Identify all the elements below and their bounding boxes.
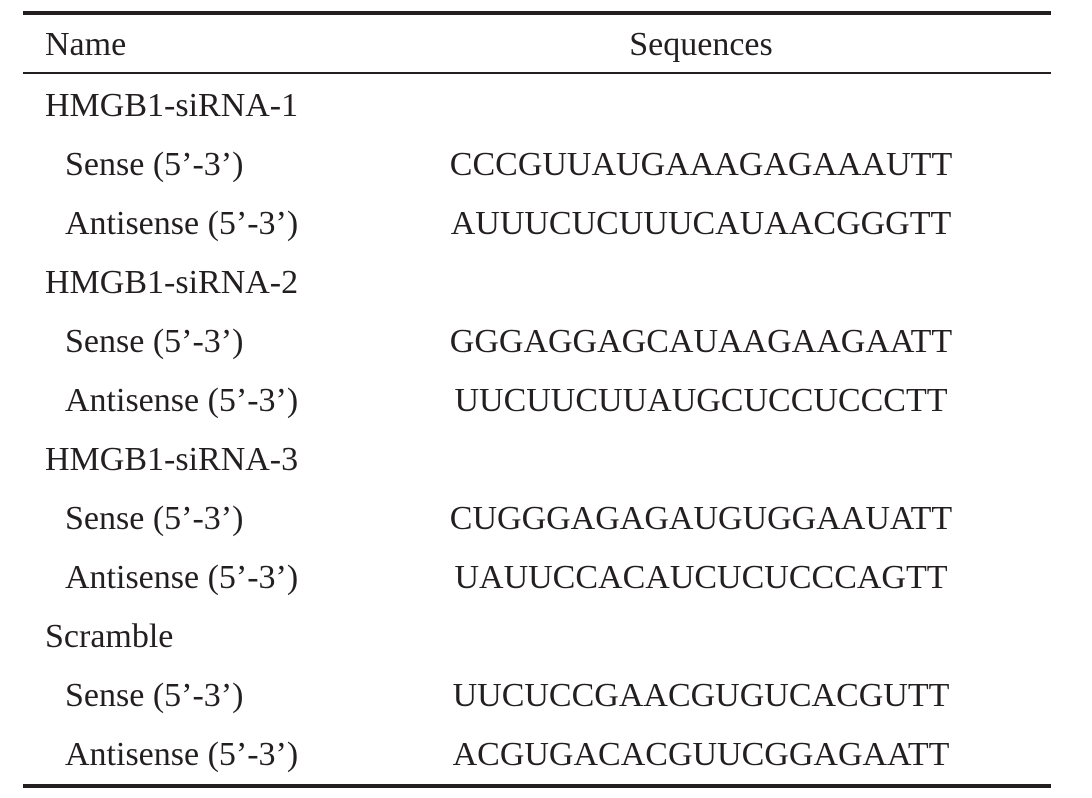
group-label: HMGB1-siRNA-3 (45, 441, 299, 478)
table-header-row: Name Sequences (23, 15, 1051, 72)
table-row: Antisense (5’-3’) ACGUGACACGUUCGGAGAATT (23, 725, 1051, 784)
sirna-sequence-table: Name Sequences HMGB1-siRNA-1 Sense (5’-3… (23, 11, 1051, 788)
table-row: Sense (5’-3’) GGGAGGAGCAUAAGAAGAATT (23, 312, 1051, 371)
table-top-rule (23, 11, 1051, 15)
column-header-sequences: Sequences (629, 26, 773, 63)
table-row: HMGB1-siRNA-1 (23, 76, 1051, 135)
strand-label: Sense (5’-3’) (65, 146, 244, 183)
strand-label: Sense (5’-3’) (65, 500, 244, 537)
strand-label: Antisense (5’-3’) (65, 736, 299, 773)
sequence-cell: AUUUCUCUUUCAUAACGGGTT (450, 205, 952, 242)
group-label: Scramble (45, 618, 174, 655)
group-label: HMGB1-siRNA-1 (45, 87, 299, 124)
table-row: Sense (5’-3’) CUGGGAGAGAUGUGGAAUATT (23, 489, 1051, 548)
table-body: HMGB1-siRNA-1 Sense (5’-3’) CCCGUUAUGAAA… (23, 74, 1051, 784)
column-header-name: Name (45, 26, 127, 63)
sequence-cell: CUGGGAGAGAUGUGGAAUATT (449, 500, 953, 537)
strand-label: Sense (5’-3’) (65, 677, 244, 714)
sequence-cell: CCCGUUAUGAAAGAGAAAUTT (449, 146, 953, 183)
sequence-cell: ACGUGACACGUUCGGAGAATT (452, 736, 950, 773)
table-row: HMGB1-siRNA-3 (23, 430, 1051, 489)
table-row: Antisense (5’-3’) UUCUUCUUAUGCUCCUCCCTT (23, 371, 1051, 430)
table-row: Antisense (5’-3’) AUUUCUCUUUCAUAACGGGTT (23, 194, 1051, 253)
sequence-cell: UUCUCCGAACGUGUCACGUTT (452, 677, 950, 714)
strand-label: Antisense (5’-3’) (65, 382, 299, 419)
group-label: HMGB1-siRNA-2 (45, 264, 299, 301)
table-header-rule (23, 72, 1051, 74)
table-row: Antisense (5’-3’) UAUUCCACAUCUCUCCCAGTT (23, 548, 1051, 607)
table-row: Sense (5’-3’) UUCUCCGAACGUGUCACGUTT (23, 666, 1051, 725)
table-bottom-rule (23, 784, 1051, 788)
sequence-cell: GGGAGGAGCAUAAGAAGAATT (449, 323, 953, 360)
table-row: Sense (5’-3’) CCCGUUAUGAAAGAGAAAUTT (23, 135, 1051, 194)
table-row: HMGB1-siRNA-2 (23, 253, 1051, 312)
strand-label: Antisense (5’-3’) (65, 205, 299, 242)
table-row: Scramble (23, 607, 1051, 666)
strand-label: Antisense (5’-3’) (65, 559, 299, 596)
strand-label: Sense (5’-3’) (65, 323, 244, 360)
sequence-cell: UUCUUCUUAUGCUCCUCCCTT (454, 382, 948, 419)
sequence-cell: UAUUCCACAUCUCUCCCAGTT (454, 559, 948, 596)
